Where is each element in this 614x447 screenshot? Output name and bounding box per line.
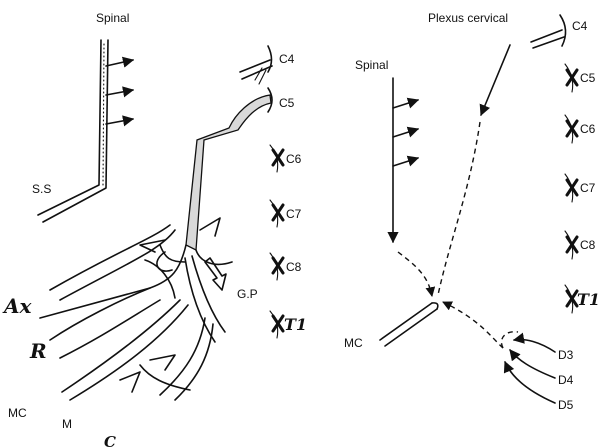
c5-root-left xyxy=(186,88,272,250)
d4-label: D4 xyxy=(558,373,574,387)
c8-cross-left xyxy=(270,253,283,280)
mc-label-right: MC xyxy=(344,336,363,350)
plexus-cervical-label: Plexus cervical xyxy=(428,11,508,25)
t1-label-right: T1 xyxy=(577,290,600,309)
mc-label-left: MC xyxy=(8,406,27,420)
arrow-3 xyxy=(106,119,133,124)
c5-cross-right xyxy=(565,64,577,92)
plexus-body-left xyxy=(40,218,232,400)
c7-label-right: C7 xyxy=(580,181,596,195)
c-label: C xyxy=(104,433,116,447)
c6-label-right: C6 xyxy=(580,122,596,136)
mc-nerve-right xyxy=(380,303,438,346)
c5-label-left: C5 xyxy=(279,96,295,110)
d3-label: D3 xyxy=(558,348,574,362)
m-label: M xyxy=(62,417,72,431)
r-label: R xyxy=(29,339,47,363)
c4-root-left xyxy=(240,46,272,84)
arrow-1 xyxy=(106,60,133,66)
c7-cross-right xyxy=(565,174,577,202)
t1-cross-left xyxy=(270,311,283,338)
c8-cross-right xyxy=(565,231,577,259)
d5-label: D5 xyxy=(558,398,574,412)
ss-label: S.S xyxy=(32,182,51,196)
c8-label-right: C8 xyxy=(580,238,596,252)
c6-label-left: C6 xyxy=(286,152,302,166)
spinal-dashed-path xyxy=(398,252,432,296)
left-panel: Spinal S.S C4 C5 C6 xyxy=(2,11,307,447)
spinal-nerve-right xyxy=(393,78,418,242)
c4-label-left: C4 xyxy=(279,52,295,66)
c6-cross-right xyxy=(565,115,577,143)
spinal-label-left: Spinal xyxy=(96,11,129,25)
c6-cross-left xyxy=(270,145,283,172)
right-panel: Plexus cervical C4 Spinal C5 xyxy=(344,11,600,412)
t1-cross-right xyxy=(565,285,577,313)
gp-label: G.P xyxy=(237,287,258,301)
arrow-r1 xyxy=(393,100,418,108)
c4-label-right: C4 xyxy=(572,19,588,33)
arrow-r2 xyxy=(393,129,418,137)
spinal-label-right: Spinal xyxy=(355,58,388,72)
plexus-dashed-path xyxy=(438,122,480,295)
spinal-nerve-left xyxy=(38,40,133,222)
ax-label: Ax xyxy=(2,294,33,318)
t1-label-left: T1 xyxy=(284,315,307,334)
plexus-arrow xyxy=(481,45,510,115)
c7-label-left: C7 xyxy=(286,207,302,221)
c5-label-right: C5 xyxy=(580,71,596,85)
c8-label-left: C8 xyxy=(286,260,302,274)
c4-root-right xyxy=(531,15,566,48)
c7-cross-left xyxy=(270,200,283,227)
arrow-r3 xyxy=(393,158,418,166)
arrow-2 xyxy=(106,90,133,95)
dorsal-inputs xyxy=(443,302,555,403)
